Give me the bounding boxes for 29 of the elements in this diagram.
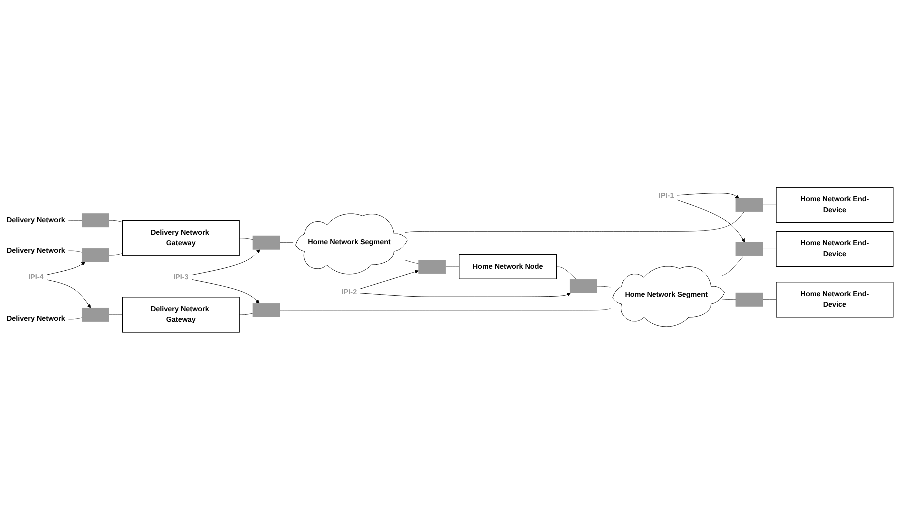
connector [280,308,611,311]
connector [722,256,744,276]
connector [405,212,745,234]
connector [762,204,777,206]
connector [108,220,123,223]
connector [68,318,82,320]
node-bar [418,260,446,274]
connector [556,266,577,280]
node-bar [736,198,764,212]
node-bar [252,236,280,250]
connector [762,249,777,250]
node-bar [736,292,764,307]
node-bar [570,280,598,294]
connector [722,299,736,300]
connector [68,250,82,253]
connector [280,242,294,244]
node-bar [252,303,280,318]
connector [596,286,611,288]
connector [405,260,420,264]
node-bar [82,214,110,228]
node-bar [82,248,110,262]
node-bar [82,308,110,322]
connector [108,314,123,316]
connector [68,220,82,221]
connector [446,266,460,268]
connector [239,238,254,240]
connector [239,313,254,316]
node-bar [736,242,764,256]
connector [108,254,123,256]
